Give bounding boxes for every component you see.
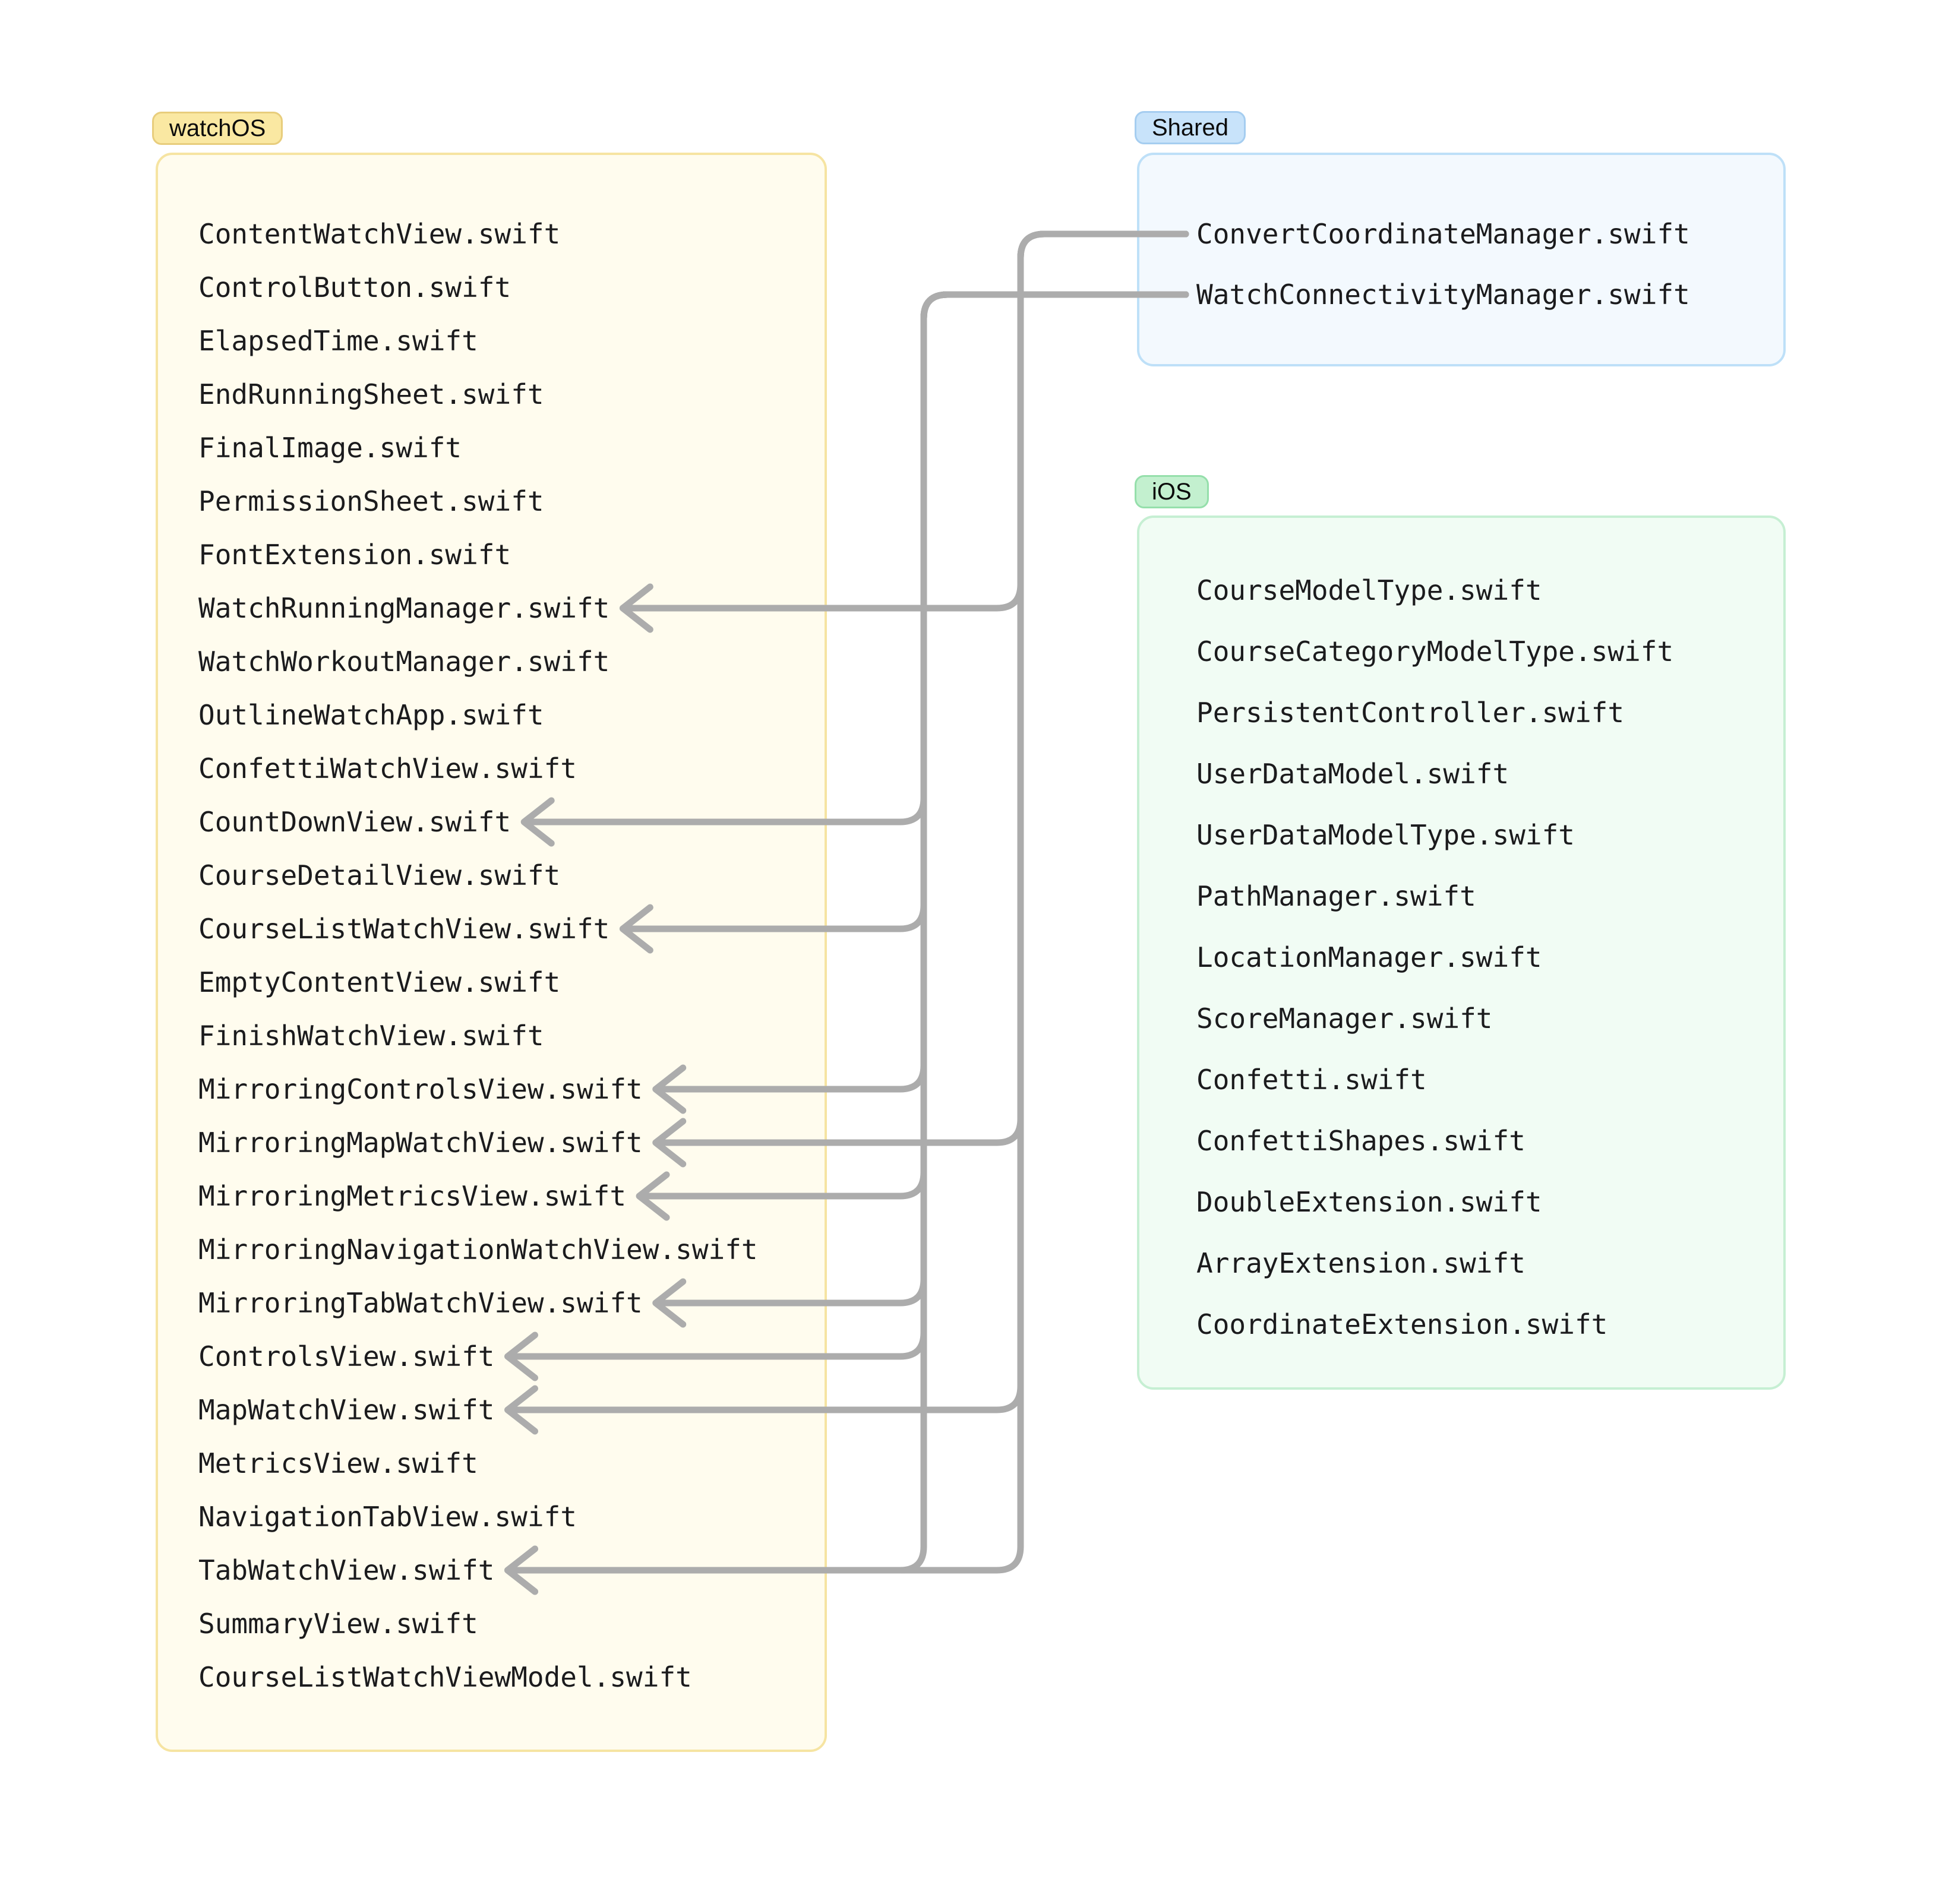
file-item: ConfettiShapes.swift xyxy=(1196,1110,1783,1171)
file-name: ConfettiShapes.swift xyxy=(1196,1124,1525,1157)
file-name: FinalImage.swift xyxy=(198,432,462,464)
file-name: CourseListWatchView.swift xyxy=(198,913,610,945)
file-name: PathManager.swift xyxy=(1196,880,1476,912)
file-name: CourseListWatchViewModel.swift xyxy=(198,1661,692,1693)
file-name: EmptyContentView.swift xyxy=(198,966,561,998)
file-item: ScoreManager.swift xyxy=(1196,988,1783,1049)
file-item: MapWatchView.swift xyxy=(198,1383,825,1437)
file-name: MirroringControlsView.swift xyxy=(198,1073,643,1105)
file-name: LocationManager.swift xyxy=(1196,941,1542,973)
file-name: ContentWatchView.swift xyxy=(198,218,561,250)
file-item: OutlineWatchApp.swift xyxy=(198,688,825,742)
file-name: ConvertCoordinateManager.swift xyxy=(1196,218,1690,250)
file-item: ControlButton.swift xyxy=(198,261,825,314)
file-item: NavigationTabView.swift xyxy=(198,1490,825,1544)
file-name: PersistentController.swift xyxy=(1196,696,1625,729)
file-item: CourseModelType.swift xyxy=(1196,559,1783,621)
file-name: ArrayExtension.swift xyxy=(1196,1247,1525,1279)
file-item: ConfettiWatchView.swift xyxy=(198,742,825,795)
file-name: FinishWatchView.swift xyxy=(198,1020,544,1052)
group-label: watchOS xyxy=(169,115,266,141)
file-item: SummaryView.swift xyxy=(198,1597,825,1650)
file-item: ElapsedTime.swift xyxy=(198,314,825,368)
file-item: PersistentController.swift xyxy=(1196,682,1783,743)
file-item: MirroringNavigationWatchView.swift xyxy=(198,1223,825,1276)
file-item: MirroringMetricsView.swift xyxy=(198,1169,825,1223)
file-item: FinalImage.swift xyxy=(198,421,825,475)
file-name: TabWatchView.swift xyxy=(198,1554,495,1586)
file-name: WatchRunningManager.swift xyxy=(198,592,610,624)
file-name: NavigationTabView.swift xyxy=(198,1501,577,1533)
file-name: MapWatchView.swift xyxy=(198,1394,495,1426)
group-badge-watchos: watchOS xyxy=(152,112,283,145)
group-badge-shared: Shared xyxy=(1135,111,1246,144)
file-item: FontExtension.swift xyxy=(198,528,825,581)
file-item: CourseDetailView.swift xyxy=(198,849,825,902)
file-item: FinishWatchView.swift xyxy=(198,1009,825,1062)
file-name: DoubleExtension.swift xyxy=(1196,1185,1542,1218)
file-name: ConfettiWatchView.swift xyxy=(198,752,577,785)
file-name: CourseCategoryModelType.swift xyxy=(1196,635,1674,668)
file-item: CourseListWatchViewModel.swift xyxy=(198,1650,825,1704)
file-name: MirroringTabWatchView.swift xyxy=(198,1287,643,1319)
file-item: UserDataModelType.swift xyxy=(1196,804,1783,865)
file-item: ConvertCoordinateManager.swift xyxy=(1196,204,1783,264)
file-name: WatchConnectivityManager.swift xyxy=(1196,279,1690,311)
file-name: ControlButton.swift xyxy=(198,271,511,303)
file-name: FontExtension.swift xyxy=(198,539,511,571)
file-item: LocationManager.swift xyxy=(1196,926,1783,988)
file-name: ScoreManager.swift xyxy=(1196,1002,1493,1035)
file-item: MirroringControlsView.swift xyxy=(198,1062,825,1116)
file-item: CourseListWatchView.swift xyxy=(198,902,825,956)
file-item: Confetti.swift xyxy=(1196,1049,1783,1110)
file-item: ArrayExtension.swift xyxy=(1196,1232,1783,1293)
file-name: CourseModelType.swift xyxy=(1196,574,1542,606)
file-item: UserDataModel.swift xyxy=(1196,743,1783,804)
group-label: Shared xyxy=(1152,114,1228,141)
file-item: PermissionSheet.swift xyxy=(198,475,825,528)
file-item: WatchConnectivityManager.swift xyxy=(1196,264,1783,325)
file-item: CourseCategoryModelType.swift xyxy=(1196,621,1783,682)
file-name: CoordinateExtension.swift xyxy=(1196,1308,1608,1340)
file-item: DoubleExtension.swift xyxy=(1196,1171,1783,1232)
file-item: WatchWorkoutManager.swift xyxy=(198,635,825,688)
file-item: ControlsView.swift xyxy=(198,1330,825,1383)
file-name: MirroringMapWatchView.swift xyxy=(198,1127,643,1159)
file-item: EndRunningSheet.swift xyxy=(198,368,825,421)
file-name: PermissionSheet.swift xyxy=(198,485,544,517)
file-name: MirroringNavigationWatchView.swift xyxy=(198,1234,758,1266)
file-name: CountDownView.swift xyxy=(198,806,511,838)
file-name: UserDataModelType.swift xyxy=(1196,818,1575,851)
file-item: PathManager.swift xyxy=(1196,865,1783,926)
file-item: TabWatchView.swift xyxy=(198,1544,825,1597)
file-item: WatchRunningManager.swift xyxy=(198,581,825,635)
file-name: MetricsView.swift xyxy=(198,1447,478,1479)
file-name: SummaryView.swift xyxy=(198,1608,478,1640)
group-badge-ios: iOS xyxy=(1135,475,1209,508)
file-item: CountDownView.swift xyxy=(198,795,825,849)
file-item: MirroringMapWatchView.swift xyxy=(198,1116,825,1169)
file-item: ContentWatchView.swift xyxy=(198,207,825,261)
file-name: ElapsedTime.swift xyxy=(198,325,478,357)
file-item: MetricsView.swift xyxy=(198,1437,825,1490)
group-label: iOS xyxy=(1152,478,1192,505)
file-item: EmptyContentView.swift xyxy=(198,956,825,1009)
file-name: MirroringMetricsView.swift xyxy=(198,1180,627,1212)
file-name: CourseDetailView.swift xyxy=(198,859,561,891)
file-item: MirroringTabWatchView.swift xyxy=(198,1276,825,1330)
file-item: CoordinateExtension.swift xyxy=(1196,1293,1783,1355)
file-name: UserDataModel.swift xyxy=(1196,757,1509,790)
file-name: WatchWorkoutManager.swift xyxy=(198,646,610,678)
file-name: ControlsView.swift xyxy=(198,1340,495,1372)
file-name: Confetti.swift xyxy=(1196,1063,1427,1096)
file-name: EndRunningSheet.swift xyxy=(198,378,544,410)
file-name: OutlineWatchApp.swift xyxy=(198,699,544,731)
